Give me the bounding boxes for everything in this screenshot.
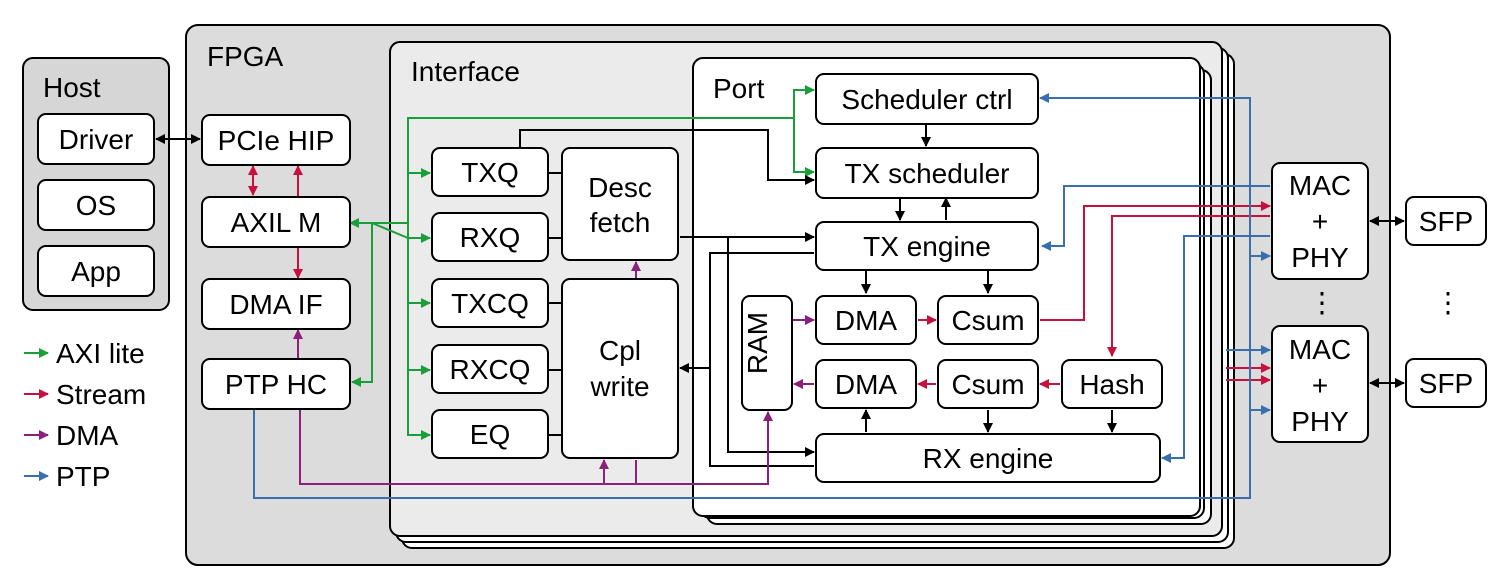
- tx-scheduler-label: TX scheduler: [845, 158, 1010, 189]
- legend-ptp-label: PTP: [56, 461, 110, 492]
- ptp-hc-block: PTP HC: [201, 358, 351, 410]
- txq-block: TXQ: [431, 147, 549, 197]
- hash-block: Hash: [1061, 359, 1163, 409]
- desc-fetch-label-1: Desc: [588, 172, 652, 203]
- rx-engine-label: RX engine: [923, 443, 1054, 474]
- tx-csum-label: Csum: [951, 305, 1024, 336]
- sfp2-label: SFP: [1419, 368, 1473, 399]
- txcq-block: TXCQ: [431, 278, 549, 328]
- mac-to-rx-engine-ptp: [1161, 235, 1270, 463]
- ptp-hc-label: PTP HC: [225, 369, 327, 400]
- interface-title: Interface: [411, 56, 520, 87]
- mac-ellipsis: ⋮: [1308, 287, 1336, 318]
- rx-dma-label: DMA: [835, 369, 898, 400]
- rxq-block: RXQ: [431, 212, 549, 262]
- scheduler-ctrl-block: Scheduler ctrl: [815, 73, 1039, 125]
- mac1-label-3: PHY: [1291, 242, 1349, 273]
- desc-fetch-block: Desc fetch: [561, 147, 679, 261]
- driver-label: Driver: [59, 124, 134, 155]
- tx-engine-label: TX engine: [863, 231, 991, 262]
- axil-m-label: AXIL M: [231, 207, 322, 238]
- legend-axi-lite-label: AXI lite: [56, 338, 145, 369]
- mac-phy-block-2: MAC + PHY: [1271, 325, 1369, 443]
- axil-to-sched-ctrl: [793, 85, 815, 118]
- axil-m-block: AXIL M: [201, 196, 351, 248]
- host-title: Host: [43, 72, 101, 103]
- rxcq-label: RXCQ: [450, 354, 531, 385]
- rx-csum-label: Csum: [951, 369, 1024, 400]
- ram-block: RAM: [741, 295, 793, 411]
- sfp-block-2: SFP: [1405, 358, 1487, 408]
- tx-csum-block: Csum: [937, 295, 1039, 345]
- mac-to-tx-engine-ptp: [1041, 185, 1270, 251]
- legend-dma-label: DMA: [56, 420, 119, 451]
- legend-stream-label: Stream: [56, 379, 146, 410]
- rxq-label: RXQ: [460, 222, 521, 253]
- axil-bus-main: [349, 117, 815, 228]
- sfp1-label: SFP: [1419, 206, 1473, 237]
- fpga-title: FPGA: [207, 41, 284, 72]
- scheduler-ctrl-label: Scheduler ctrl: [841, 84, 1012, 115]
- app-label: App: [71, 256, 121, 287]
- driver-block: Driver: [37, 113, 155, 165]
- port-title: Port: [713, 73, 765, 104]
- dmaif-to-ram-dma: [299, 408, 773, 485]
- legend: AXI lite Stream DMA PTP: [24, 338, 146, 492]
- rx-csum-block: Csum: [937, 359, 1039, 409]
- rx-engine-to-cpl: [709, 368, 814, 467]
- mac-phy-block-1: MAC + PHY: [1271, 162, 1369, 280]
- axil-branch: [371, 222, 409, 239]
- sfp-ellipsis: ⋮: [1434, 287, 1462, 318]
- tx-scheduler-block: TX scheduler: [815, 147, 1039, 199]
- rx-dma-block: DMA: [815, 359, 917, 409]
- mac2-label-1: MAC: [1289, 334, 1351, 365]
- tx-csum-to-mac: [1040, 201, 1271, 321]
- rxcq-block: RXCQ: [431, 344, 549, 394]
- tx-engine-to-cpl: [679, 252, 814, 373]
- txq-label: TXQ: [461, 157, 519, 188]
- rx-engine-block: RX engine: [815, 433, 1161, 483]
- pcie-hip-label: PCIe HIP: [218, 125, 335, 156]
- mac-to-hash: [1107, 215, 1270, 357]
- tx-dma-block: DMA: [815, 295, 917, 345]
- pcie-hip-block: PCIe HIP: [201, 114, 351, 166]
- mac2-label-2: +: [1312, 370, 1328, 401]
- axil-bus-vertical: [407, 223, 431, 440]
- sfp-block-1: SFP: [1405, 196, 1487, 246]
- dma-if-block: DMA IF: [201, 278, 351, 330]
- cpl-write-label-2: write: [589, 371, 649, 402]
- tx-dma-label: DMA: [835, 305, 898, 336]
- desc-fetch-label-2: fetch: [590, 207, 651, 238]
- ram-label: RAM: [742, 312, 773, 374]
- eq-label: EQ: [470, 419, 510, 450]
- cpl-write-block: Cpl write: [561, 278, 679, 459]
- desc-to-rx-engine: [727, 237, 815, 457]
- axil-to-ptp-hc: [351, 223, 373, 387]
- ptp-hc-bus: [253, 256, 1251, 499]
- eq-block: EQ: [431, 409, 549, 459]
- mac1-label-2: +: [1312, 206, 1328, 237]
- mac1-label-1: MAC: [1289, 170, 1351, 201]
- txcq-label: TXCQ: [451, 288, 529, 319]
- cpl-write-label-1: Cpl: [599, 335, 641, 366]
- tx-engine-block: TX engine: [815, 221, 1039, 271]
- mac2-label-3: PHY: [1291, 406, 1349, 437]
- os-label: OS: [76, 190, 116, 221]
- txq-to-tx-scheduler: [519, 129, 815, 185]
- app-block: App: [37, 245, 155, 297]
- dma-if-label: DMA IF: [229, 289, 322, 320]
- os-block: OS: [37, 179, 155, 231]
- ptp-to-sched-ctrl: [1039, 93, 1251, 256]
- hash-label: Hash: [1079, 369, 1144, 400]
